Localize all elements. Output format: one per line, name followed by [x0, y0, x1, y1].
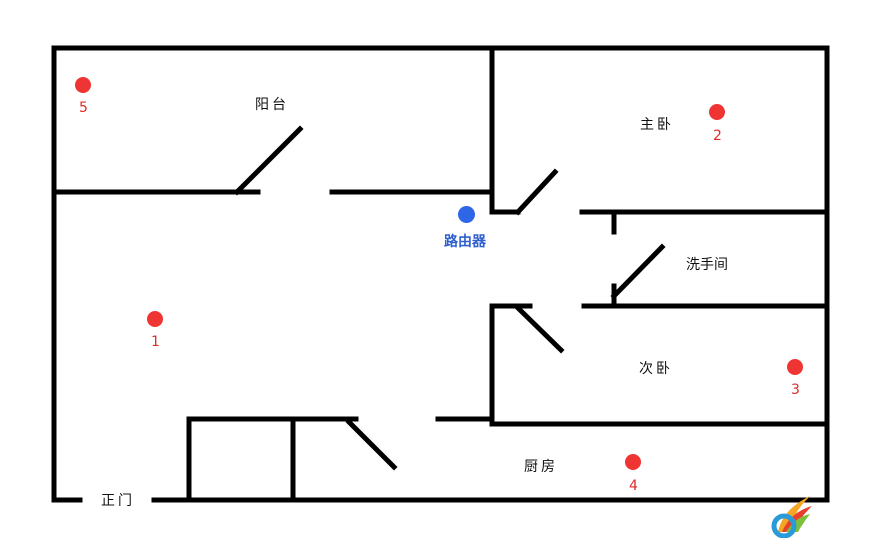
bathroom-door	[610, 243, 666, 300]
room-label-bathroom: 洗手间	[686, 257, 728, 273]
test-point-label-5: 5	[79, 100, 88, 116]
test-point-marker-5	[75, 77, 91, 93]
test-point-label-1: 1	[151, 334, 160, 350]
room-label-front-door: 正门	[101, 493, 135, 509]
test-point-label-3: 3	[791, 382, 800, 398]
router-label: 路由器	[444, 234, 486, 250]
balcony-door	[233, 125, 304, 196]
room-label-second-bedroom: 次卧	[639, 361, 673, 377]
second-bedroom-door	[514, 304, 565, 354]
test-point-marker-4	[625, 454, 641, 470]
room-label-balcony: 阳台	[255, 97, 289, 113]
router-marker	[458, 206, 475, 223]
test-point-marker-2	[709, 104, 725, 120]
test-point-marker-3	[787, 359, 803, 375]
watermark-logo-icon	[771, 496, 812, 538]
kitchen-door	[345, 418, 398, 471]
test-point-marker-1	[147, 311, 163, 327]
room-label-master-bedroom: 主卧	[640, 117, 674, 133]
test-point-label-4: 4	[629, 478, 638, 494]
room-label-kitchen: 厨房	[524, 459, 558, 475]
test-point-label-2: 2	[713, 128, 722, 144]
master-bedroom-door	[514, 168, 559, 216]
